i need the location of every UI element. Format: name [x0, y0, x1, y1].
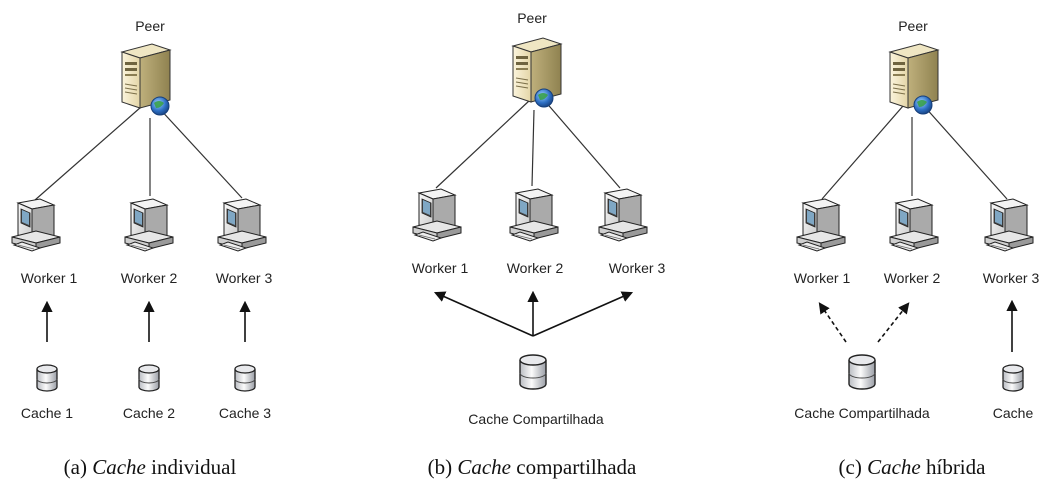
worker-label: Worker 3 [983, 270, 1040, 286]
peer-server-icon [889, 43, 939, 115]
database-icon [234, 364, 256, 392]
arrow-shared-cache-to-worker-2 [877, 302, 910, 343]
link-peer-worker-1 [34, 106, 142, 201]
link-peer-worker-1 [435, 99, 531, 189]
workstation-icon [509, 188, 559, 242]
peer-label: Peer [898, 18, 928, 34]
link-peer-worker-3 [543, 99, 621, 189]
peer-server-icon [512, 37, 562, 108]
workstation-icon [984, 198, 1034, 252]
cache-label: Cache 3 [219, 405, 271, 421]
workstation-icon [412, 188, 462, 242]
caption: (c) Cache híbrida [839, 455, 987, 479]
cache-label: Cache Compartilhada [794, 405, 930, 421]
database-icon [848, 354, 876, 390]
arrow-cache-to-worker-1 [433, 291, 534, 337]
workstation-icon [124, 198, 174, 252]
worker-label: Worker 2 [121, 270, 178, 286]
worker-label: Worker 1 [794, 270, 851, 286]
arrow-cache-to-worker-3 [532, 291, 634, 337]
worker-label: Worker 2 [507, 260, 564, 276]
worker-label: Worker 1 [21, 270, 78, 286]
caption: (b) Cache compartilhada [428, 455, 637, 479]
cache-label: Cache 1 [21, 405, 73, 421]
link-peer-worker-3 [923, 105, 1008, 200]
worker-label: Worker 3 [216, 270, 273, 286]
workstation-icon [889, 198, 939, 252]
cache-label: Cache 2 [123, 405, 175, 421]
workstation-icon [11, 198, 61, 252]
caption: (a) Cache individual [64, 455, 237, 479]
worker-label: Worker 2 [884, 270, 941, 286]
panel-shared-cache: Peer Worker 1 Worker 2 Worker 3 Cache Co… [412, 10, 666, 479]
database-icon [138, 364, 160, 392]
database-icon [519, 354, 547, 390]
panel-hybrid-cache: Peer Worker 1 Worker 2 Worker 3 Cache Co… [794, 18, 1040, 479]
peer-label: Peer [135, 18, 165, 34]
cache-label: Cache Compartilhada [468, 411, 604, 427]
panel-individual-cache: Peer Worker 1 Worker 2 Worker 3 Cache 1 … [11, 18, 273, 479]
database-icon [1002, 364, 1024, 392]
worker-label: Worker 1 [412, 260, 469, 276]
peer-label: Peer [517, 10, 547, 26]
workstation-icon [217, 198, 267, 252]
peer-server-icon [121, 43, 171, 116]
arrow-shared-cache-to-worker-1 [818, 302, 847, 343]
workstation-icon [598, 188, 648, 242]
workstation-icon [796, 198, 846, 252]
link-peer-worker-2 [531, 109, 535, 187]
database-icon [36, 364, 58, 392]
link-peer-worker-3 [157, 106, 243, 199]
cache-label: Cache [993, 405, 1034, 421]
link-peer-worker-1 [821, 105, 904, 200]
worker-label: Worker 3 [609, 260, 666, 276]
